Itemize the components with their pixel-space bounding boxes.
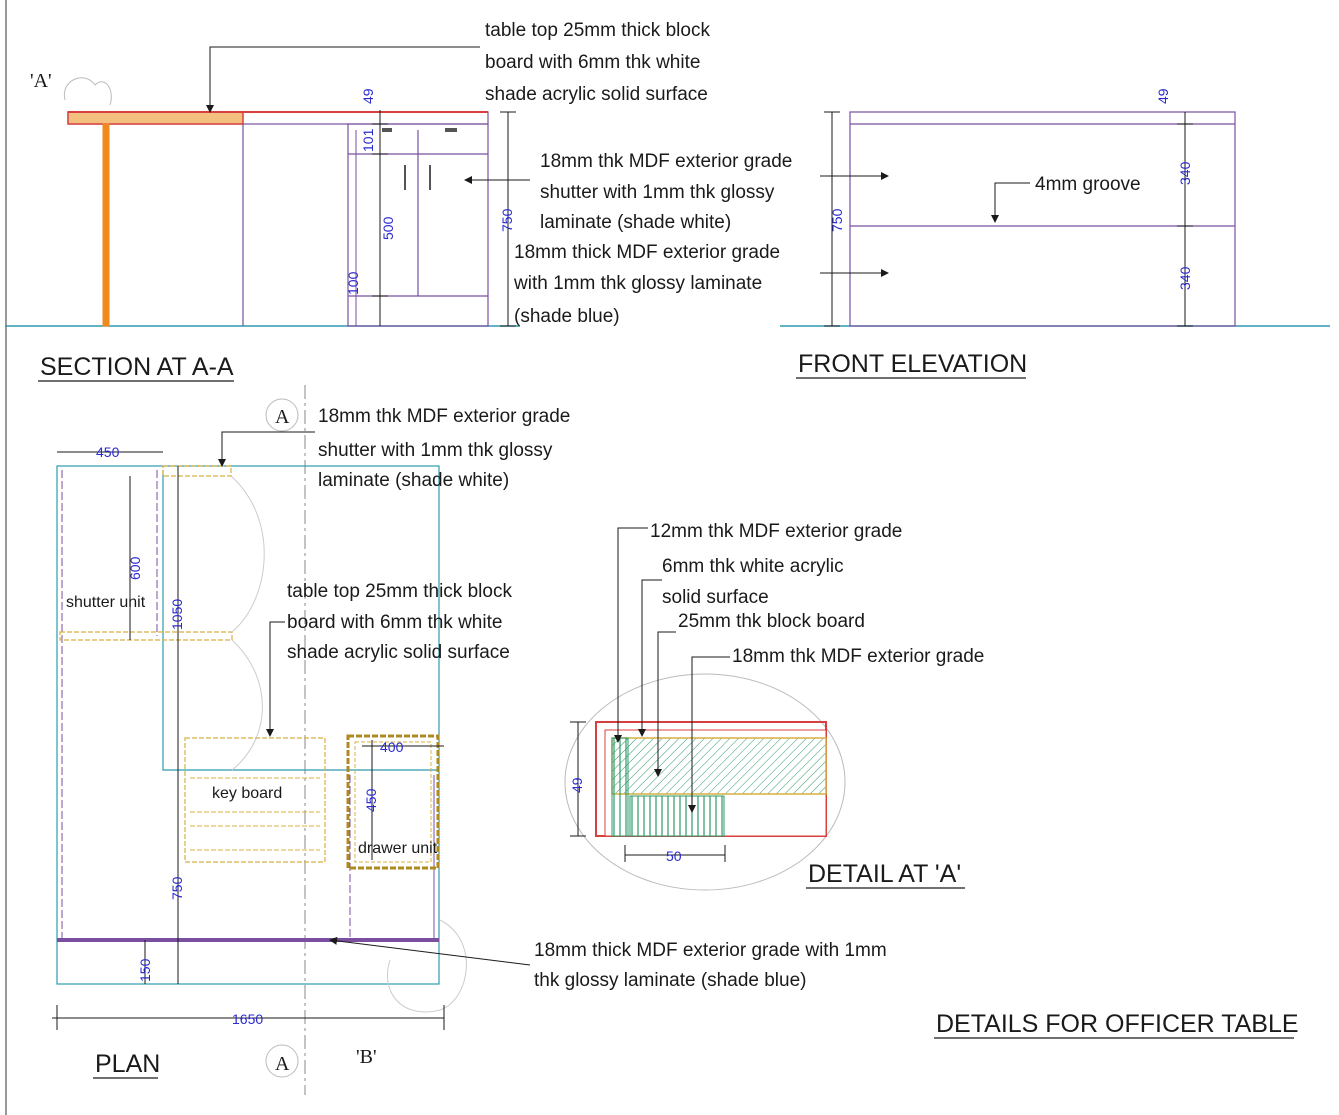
- dim-section-49: 49: [360, 88, 376, 104]
- groove-note: 4mm groove: [1035, 174, 1141, 195]
- plan-title: PLAN: [95, 1050, 160, 1078]
- section-leg: [102, 123, 110, 327]
- section-shutter-note-3: laminate (shade white): [540, 212, 731, 233]
- plan-blue-note-2: thk glossy laminate (shade blue): [534, 970, 806, 991]
- detail-acrylic-note-2: solid surface: [662, 587, 769, 608]
- dim-plan-1050: 1050: [169, 599, 185, 630]
- plan-shutter-note-3: laminate (shade white): [318, 470, 509, 491]
- plan-top-note-2: board with 6mm thk white: [287, 612, 502, 633]
- section-mark-top: A: [275, 406, 290, 428]
- dim-plan-150: 150: [137, 958, 153, 982]
- section-top-note-2: board with 6mm thk white: [485, 52, 700, 73]
- detail-title: DETAIL AT 'A': [808, 860, 961, 888]
- drawer-unit-label: drawer unit: [358, 840, 438, 857]
- dim-section-500: 500: [380, 216, 396, 240]
- section-blue-note-3: (shade blue): [514, 306, 620, 327]
- section-blue-note-2: with 1mm thk glossy laminate: [513, 273, 762, 294]
- dim-plan-1650: 1650: [232, 1011, 263, 1027]
- section-shutter-note-1: 18mm thk MDF exterior grade: [540, 151, 792, 172]
- dim-section-100: 100: [345, 271, 361, 295]
- section-cabinet: [347, 123, 489, 327]
- dim-section-101: 101: [360, 128, 376, 152]
- tag-b-quote: 'B': [356, 1046, 377, 1068]
- plan-view: [52, 385, 531, 1095]
- section-a-a: [5, 46, 530, 327]
- plan-blue-note-1: 18mm thick MDF exterior grade with 1mm: [534, 940, 887, 961]
- dim-front-upper: 340: [1177, 161, 1193, 185]
- front-title: FRONT ELEVATION: [798, 350, 1027, 378]
- detail-a: [564, 527, 846, 891]
- dim-plan-450: 450: [96, 444, 120, 460]
- section-blue-note-1: 18mm thick MDF exterior grade: [514, 242, 780, 263]
- detail-12mm-note: 12mm thk MDF exterior grade: [650, 521, 902, 542]
- plan-top-note-1: table top 25mm thick block: [287, 581, 512, 602]
- dim-plan-600: 600: [127, 556, 143, 580]
- plan-shutter-note-1: 18mm thk MDF exterior grade: [318, 406, 570, 427]
- sheet-title: DETAILS FOR OFFICER TABLE: [936, 1010, 1299, 1038]
- dim-front-750: 750: [829, 208, 845, 232]
- plan-shutter-note-2: shutter with 1mm thk glossy: [318, 440, 553, 461]
- plan-top-note-3: shade acrylic solid surface: [287, 642, 510, 663]
- section-title: SECTION AT A-A: [40, 353, 234, 381]
- section-shutter-note-2: shutter with 1mm thk glossy: [540, 182, 775, 203]
- detail-acrylic-note-1: 6mm thk white acrylic: [662, 556, 844, 577]
- detail-18mm-note: 18mm thk MDF exterior grade: [732, 646, 984, 667]
- section-top-edge: [67, 111, 244, 125]
- dim-plan-750: 750: [169, 876, 185, 900]
- section-mark-bottom: A: [275, 1053, 290, 1075]
- dim-section-750: 750: [499, 208, 515, 232]
- key-board-label: key board: [212, 785, 282, 802]
- dim-plan-450b: 450: [363, 788, 379, 812]
- detail-block-note: 25mm thk block board: [678, 611, 865, 632]
- front-elevation: [780, 111, 1330, 327]
- section-top-note-3: shade acrylic solid surface: [485, 84, 708, 105]
- shutter-unit-label: shutter unit: [66, 594, 146, 611]
- dim-front-lower: 340: [1177, 266, 1193, 290]
- dim-detail-50: 50: [666, 848, 682, 864]
- section-top-note-1: table top 25mm thick block: [485, 20, 710, 41]
- tag-a-quote: 'A': [30, 70, 52, 92]
- dim-detail-49: 49: [569, 777, 585, 793]
- dim-front-49: 49: [1155, 88, 1171, 104]
- dim-plan-400: 400: [380, 739, 404, 755]
